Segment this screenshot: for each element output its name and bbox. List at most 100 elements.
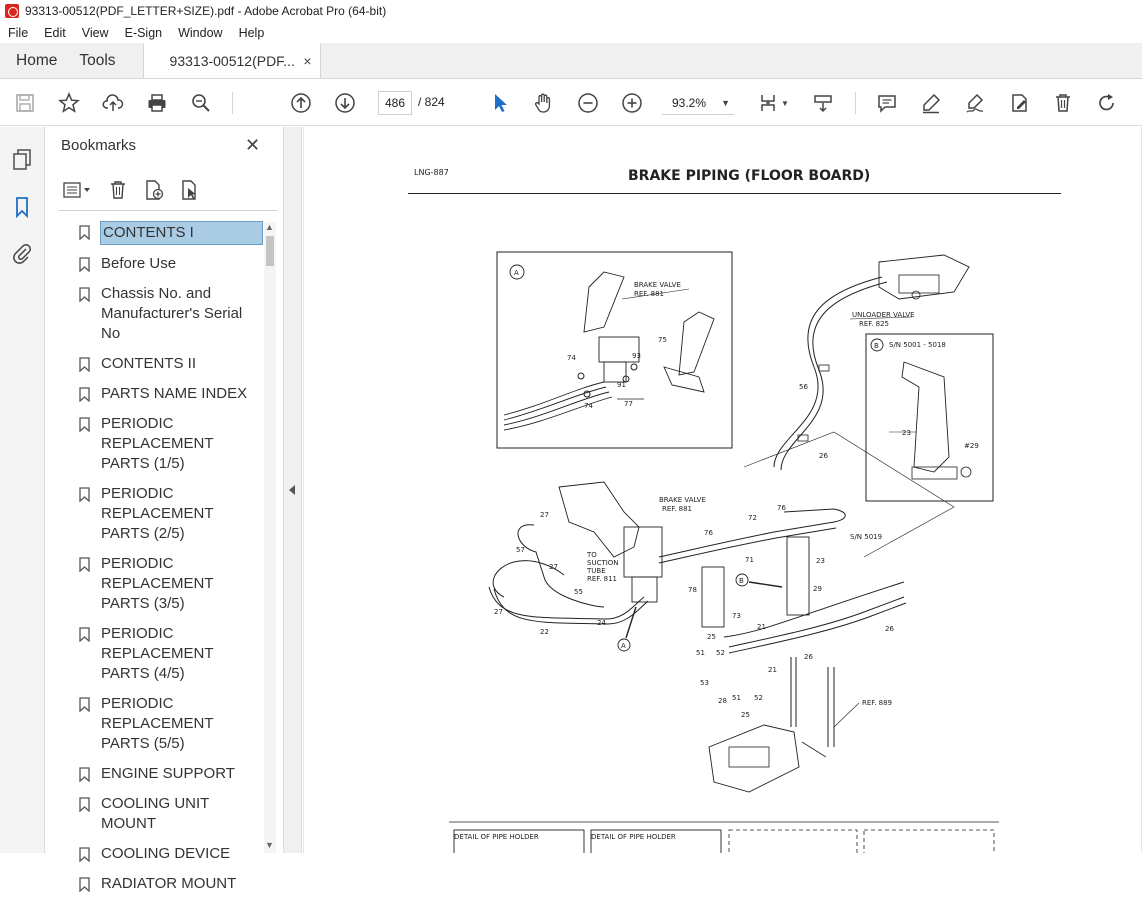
label-23b: 23 [816,557,825,565]
left-pipe-b [492,560,565,598]
menu-bar: File Edit View E-Sign Window Help [0,22,1142,43]
tab-tools[interactable]: Tools [79,51,116,69]
sign-icon[interactable] [963,91,987,115]
fit-page-chevron-icon[interactable]: ▼ [781,98,789,108]
label-to: TO [586,551,597,559]
bookmark-label: PERIODIC REPLACEMENT PARTS (4/5) [101,625,214,682]
menu-edit[interactable]: Edit [44,25,66,40]
bookmarks-toolbar [59,177,203,203]
label-52: 52 [716,649,725,657]
pages-thumbnail-icon[interactable] [10,147,34,171]
bookmark-icon [79,417,90,432]
bookmark-search-icon[interactable] [177,178,203,202]
fit-page-icon[interactable] [756,91,780,115]
pedal-bracket [663,366,705,393]
delete-icon[interactable] [1051,91,1075,115]
right-pipe-a [658,508,846,558]
search-zoom-icon[interactable] [189,91,213,115]
tab-close-icon[interactable]: × [303,52,312,69]
label-25b: 25 [741,711,750,719]
bookmark-label: COOLING DEVICE [101,845,231,862]
hand-icon[interactable] [532,91,556,115]
label-23: 23 [902,429,911,437]
bookmark-item[interactable]: CONTENTS I [75,221,265,245]
bookmark-item[interactable]: PERIODIC REPLACEMENT PARTS (2/5) [75,484,265,544]
page-number-input[interactable]: 486 [378,91,412,115]
zoom-out-icon[interactable] [576,91,600,115]
view-a-marker [617,638,631,652]
menu-help[interactable]: Help [238,25,265,40]
bookmark-item[interactable]: CONTENTS II [75,354,265,374]
label-76b: 76 [777,504,786,512]
tab-document[interactable]: 93313-00512(PDF... × [142,43,321,78]
label-ref-881: REF. 881 [634,290,664,298]
scrollbar-thumb[interactable] [266,236,274,266]
bookmark-star-icon[interactable] [57,91,81,115]
inset-b-frame [865,333,994,502]
collapse-arrow-icon [289,485,295,495]
print-icon[interactable] [145,91,169,115]
redo-icon[interactable] [1095,91,1119,115]
bookmark-item[interactable]: Before Use [75,254,265,274]
zoom-in-icon[interactable] [620,91,644,115]
view-a-label: A [621,642,626,650]
highlight-icon[interactable] [919,91,943,115]
bookmarks-scrollbar[interactable]: ▲ ▼ [264,222,276,853]
bookmark-item[interactable]: COOLING UNIT MOUNT [75,794,265,834]
save-icon[interactable] [13,91,37,115]
view-b-label: B [739,577,744,585]
attachments-icon[interactable] [10,241,34,265]
bookmark-icon [79,767,90,782]
bookmark-options-icon[interactable] [59,178,95,202]
new-bookmark-icon[interactable] [141,178,167,202]
inset-pipe-3 [503,391,610,426]
bookmark-item[interactable]: Chassis No. and Manufacturer's Serial No [75,284,265,344]
menu-window[interactable]: Window [178,25,223,40]
delete-bookmark-icon[interactable] [105,178,131,202]
tab-home[interactable]: Home [16,51,58,69]
menu-file[interactable]: File [8,25,29,40]
comment-icon[interactable] [875,91,899,115]
bookmark-item[interactable]: PERIODIC REPLACEMENT PARTS (4/5) [75,624,265,684]
page-up-icon[interactable] [289,91,313,115]
holder-23 [786,536,810,616]
label-51: 51 [696,649,705,657]
bookmark-icon [79,557,90,572]
panel-collapse-handle[interactable] [284,127,302,853]
bookmark-item[interactable]: PARTS NAME INDEX [75,384,265,404]
bookmark-item[interactable]: ENGINE SUPPORT [75,764,265,784]
scroll-mode-icon[interactable] [811,91,835,115]
bookmark-item[interactable]: PERIODIC REPLACEMENT PARTS (3/5) [75,554,265,614]
zoom-select[interactable]: 93.2% ▼ [662,91,734,115]
bookmark-label: Chassis No. and Manufacturer's Serial No [101,285,243,342]
page-down-icon[interactable] [333,91,357,115]
scroll-down-icon[interactable]: ▼ [265,840,274,850]
bookmarks-close-icon[interactable]: ✕ [245,135,261,155]
label-78: 78 [688,586,697,594]
bookmark-item[interactable]: PERIODIC REPLACEMENT PARTS (1/5) [75,414,265,474]
bookmark-icon [79,877,90,892]
menu-esign[interactable]: E-Sign [124,25,163,40]
select-arrow-icon[interactable] [488,91,512,115]
upload-icon[interactable] [101,91,125,115]
bookmark-item[interactable]: RADIATOR MOUNT [75,874,265,894]
label-53: 53 [700,679,709,687]
left-pipe-a [517,524,605,608]
inset-pipe-2 [503,386,607,421]
fitting-74a [577,372,585,380]
inset-b-label: B [874,342,879,350]
scroll-up-icon[interactable]: ▲ [265,222,274,232]
document-viewport[interactable]: LNG-887 BRAKE PIPING (FLOOR BOARD) A BRA… [303,127,1142,853]
detail-box-1 [453,829,585,853]
label-ref-889: REF. 889 [862,699,892,707]
label-sn-range: S/N 5001 - 5018 [889,341,946,349]
page-total: / 824 [418,95,445,109]
bookmarks-panel-icon[interactable] [10,195,34,219]
valve-block [623,526,663,578]
bookmark-item[interactable]: PERIODIC REPLACEMENT PARTS (5/5) [75,694,265,754]
bookmark-label: PERIODIC REPLACEMENT PARTS (5/5) [101,695,214,752]
edit-icon[interactable] [1007,91,1031,115]
menu-view[interactable]: View [81,25,109,40]
left-pipe-c [488,586,645,620]
bookmark-item[interactable]: COOLING DEVICE [75,844,265,864]
